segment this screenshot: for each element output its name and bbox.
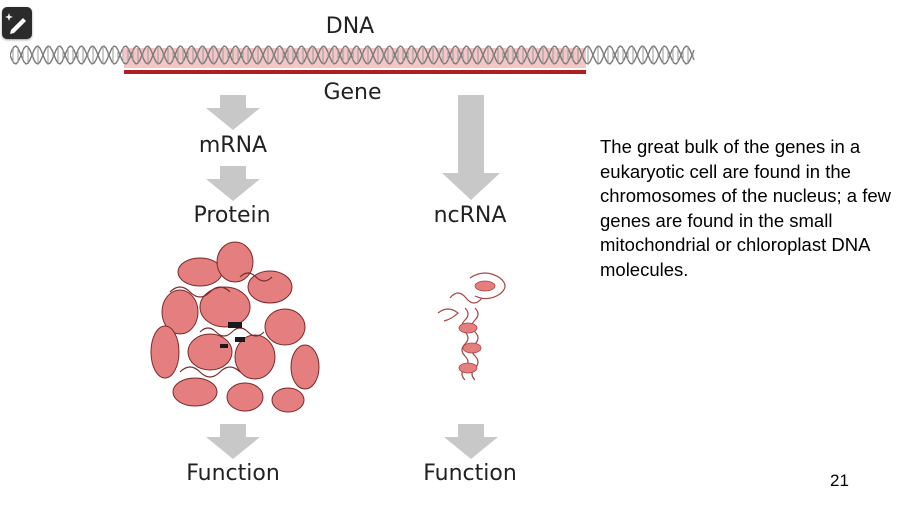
arrow-gene-to-mrna <box>206 95 260 130</box>
function-label-ncrna: Function <box>423 461 517 486</box>
ncrna-label: ncRNA <box>433 203 507 228</box>
mrna-label: mRNA <box>198 133 268 158</box>
ncrna-structure-image <box>437 272 506 381</box>
page-number: 21 <box>830 471 849 490</box>
function-label-protein: Function <box>186 461 280 486</box>
arrow-ncrna-to-function <box>444 424 498 459</box>
arrow-mrna-to-protein <box>206 166 260 201</box>
protein-structure-image <box>150 241 320 413</box>
explanation-text: The great bulk of the genes in a eukaryo… <box>600 136 892 280</box>
dna-helix <box>10 45 695 65</box>
arrow-protein-to-function <box>206 424 260 459</box>
protein-label: Protein <box>193 203 271 228</box>
pen-tool-button[interactable] <box>2 7 32 39</box>
pen-sparkle-icon <box>5 13 26 34</box>
gene-line <box>124 70 586 74</box>
dna-label: DNA <box>325 14 375 39</box>
gene-label: Gene <box>323 80 382 105</box>
arrow-gene-to-ncrna <box>442 95 500 200</box>
